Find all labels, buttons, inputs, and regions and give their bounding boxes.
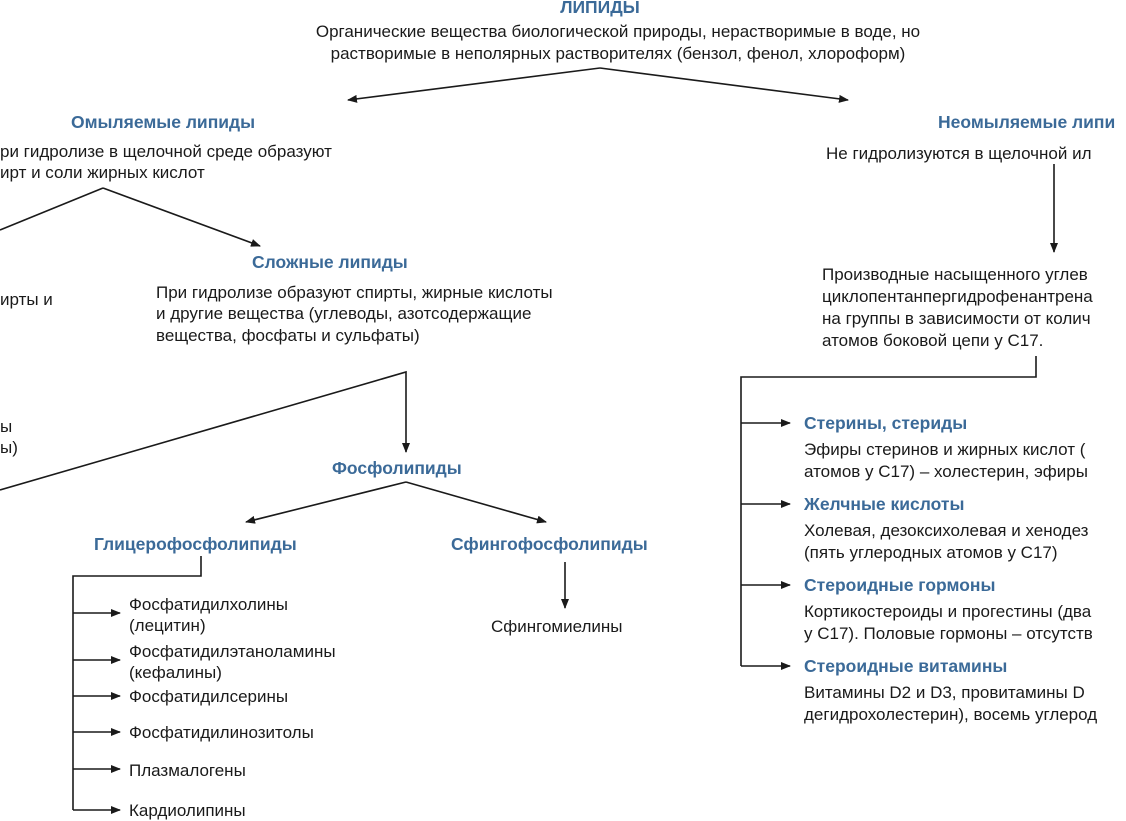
glycero-item-1-line-2: (лецитин) <box>129 616 206 635</box>
complex-description-line-1: При гидролизе образуют спирты, жирные ки… <box>156 283 553 302</box>
complex-description-line-2: и другие вещества (углеводы, азотсодержа… <box>156 304 532 323</box>
glycero-item-2-line-1: Фосфатидилэтаноламины <box>129 642 336 661</box>
steroid-bracket <box>740 356 1037 666</box>
steroid-vitamins-title: Стероидные витамины <box>804 656 1008 676</box>
sphingomyelins-item: Сфингомиелины <box>491 617 623 636</box>
bile-acids-line-2: (пять углеродных атомов у С17) <box>804 543 1058 562</box>
arrow-to-unsaponifiable <box>599 67 849 103</box>
unsaponifiable-title: Неомыляемые липи <box>938 112 1116 132</box>
root-definition-line-1: Органические вещества биологической прир… <box>315 22 921 41</box>
arrow-to-sphingophospholipids <box>405 481 547 524</box>
bile-acids-title: Желчные кислоты <box>804 494 965 514</box>
steroid-text-line-3: на группы в зависимости от колич <box>822 309 1091 328</box>
steroid-vitamins-line-1: Витамины D2 и D3, провитамины D <box>804 683 1085 702</box>
saponifiable-description-line-1: ри гидролизе в щелочной среде образуют <box>0 142 332 161</box>
glycero-bracket <box>72 556 202 810</box>
steroid-text-line-4: атомов боковой цепи у С17. <box>822 331 1044 350</box>
glycero-item-3: Фосфатидилсерины <box>129 687 289 706</box>
steroid-text-line-2: циклопентанпергидрофенантрена <box>822 287 1093 306</box>
left-fragment-line-1: ы <box>0 417 13 436</box>
glycero-item-4: Фосфатидилинозитолы <box>129 723 314 742</box>
steroid-hormones-line-2: у С17). Половые гормоны – отсутств <box>804 624 1093 643</box>
glycero-item-1-line-1: Фосфатидилхолины <box>129 595 288 614</box>
glycero-item-2-line-2: (кефалины) <box>129 663 222 682</box>
sphingophospholipids-title: Сфингофосфолипиды <box>451 534 648 554</box>
sterols-line-1: Эфиры стеринов и жирных кислот ( <box>804 440 1086 459</box>
glycero-item-6: Кардиолипины <box>129 801 246 820</box>
bile-acids-line-1: Холевая, дезоксихолевая и хенодез <box>804 521 1089 540</box>
steroid-vitamins-line-2: дегидрохолестерин), восемь углерод <box>804 705 1098 724</box>
sterols-title: Стерины, стериды <box>804 413 968 433</box>
steroid-hormones-line-1: Кортикостероиды и прогестины (два <box>804 602 1092 621</box>
glycero-item-5: Плазмалогены <box>129 761 246 780</box>
sterols-line-2: атомов у С17) – холестерин, эфиры <box>804 462 1088 481</box>
line-to-simple-lipids <box>0 187 104 231</box>
complex-description-line-3: вещества, фосфаты и сульфаты) <box>156 326 420 345</box>
steroid-hormones-title: Стероидные гормоны <box>804 575 996 595</box>
saponifiable-title: Омыляемые липиды <box>71 112 256 132</box>
saponifiable-description-line-2: ирт и соли жирных кислот <box>0 163 205 182</box>
complex-bracket <box>0 370 410 491</box>
steroid-text-line-1: Производные насыщенного углев <box>822 265 1088 284</box>
root-definition-line-2: растворимые в неполярных растворителях (… <box>330 44 906 63</box>
phospholipids-title: Фосфолипиды <box>332 458 462 478</box>
complex-lipids-title: Сложные липиды <box>252 252 408 272</box>
arrow-to-saponifiable <box>347 67 601 103</box>
simple-lipids-fragment: ирты и <box>0 290 53 309</box>
left-fragment-line-2: ы) <box>0 438 18 457</box>
arrow-to-complex-lipids <box>102 187 261 247</box>
arrow-to-glycerophospholipids <box>245 481 407 524</box>
unsaponifiable-description: Не гидролизуются в щелочной ил <box>826 144 1092 163</box>
root-title: ЛИПИДЫ <box>560 0 640 17</box>
glycerophospholipids-title: Глицерофосфолипиды <box>94 534 297 554</box>
